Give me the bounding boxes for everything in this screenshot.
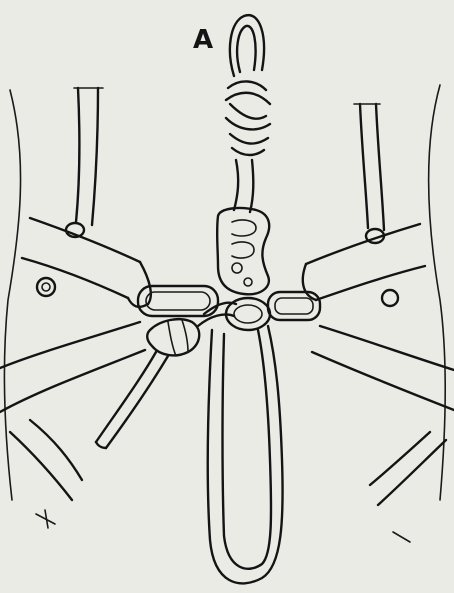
figure-label: A xyxy=(193,27,213,53)
hanging-rope-loop xyxy=(208,326,283,583)
figure-eight-knot xyxy=(226,15,270,212)
right-leg-loop xyxy=(312,326,454,542)
right-waist-belt xyxy=(303,224,425,300)
belay-device xyxy=(217,208,269,294)
rope-tail xyxy=(96,352,168,448)
right-buckle xyxy=(268,292,320,320)
